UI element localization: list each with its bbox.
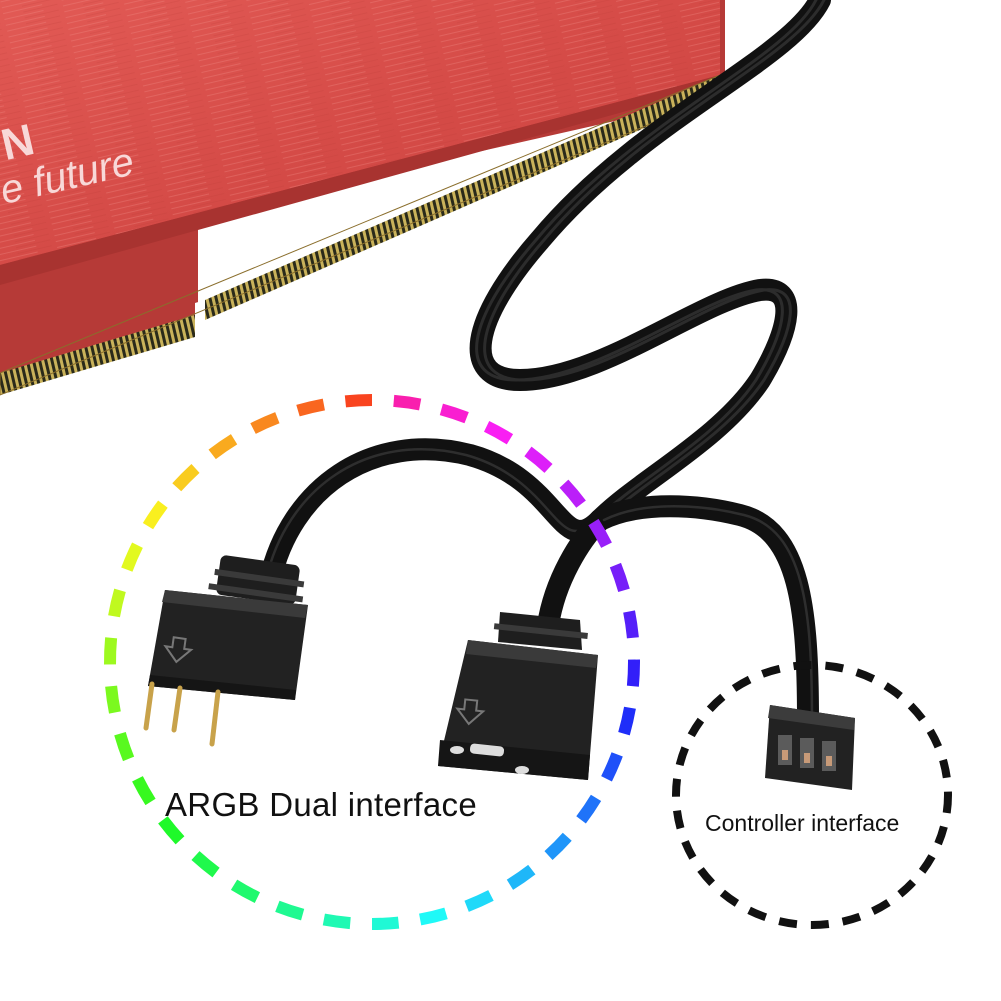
rainbow-dash (296, 398, 326, 417)
rainbow-dash (418, 907, 448, 926)
arrow-down-icon (455, 698, 486, 726)
rainbow-dash (483, 421, 514, 445)
rainbow-dash (588, 518, 612, 548)
main-cable (469, 0, 831, 531)
controller-highlight-circle (672, 661, 952, 929)
argb-dual-interface-label: ARGB Dual interface (165, 786, 477, 823)
argb-female-connector (438, 612, 598, 780)
rainbow-dash (250, 412, 280, 434)
rainbow-dash (114, 732, 135, 762)
rainbow-dash (208, 434, 238, 460)
arrow-down-icon (163, 636, 194, 664)
rainbow-dash (576, 794, 602, 824)
rainbow-dash (344, 394, 373, 408)
rainbow-dash (439, 403, 469, 424)
rainbow-dash (559, 479, 586, 508)
rainbow-dash (172, 463, 200, 492)
rainbow-dash (623, 610, 639, 639)
rainbow-dash (609, 562, 630, 592)
argb-highlight-circle (104, 394, 640, 930)
rainbow-dash (506, 864, 536, 890)
rainbow-dash (132, 776, 156, 806)
controller-connector (765, 705, 855, 790)
rainbow-dash (618, 706, 636, 736)
rainbow-dash (104, 637, 118, 665)
rainbow-dash (121, 542, 143, 572)
rainbow-dash (626, 659, 640, 687)
rainbow-dash (230, 879, 261, 903)
rainbow-dash (142, 500, 168, 530)
rainbow-dash (322, 913, 351, 930)
rainbow-dash (524, 446, 553, 473)
argb-male-connector (143, 555, 308, 747)
rainbow-dash (158, 816, 185, 845)
controller-interface-label: Controller interface (705, 810, 900, 836)
rainbow-dash (601, 752, 623, 782)
rainbow-dash (464, 890, 494, 912)
rainbow-dash (544, 832, 572, 861)
rainbow-dash (393, 394, 422, 411)
rainbow-dash (275, 900, 305, 921)
ram-module (0, 0, 725, 396)
rainbow-dash (371, 916, 400, 930)
rainbow-dash (191, 851, 220, 878)
rainbow-dash (108, 588, 126, 618)
rainbow-dash (105, 685, 121, 714)
